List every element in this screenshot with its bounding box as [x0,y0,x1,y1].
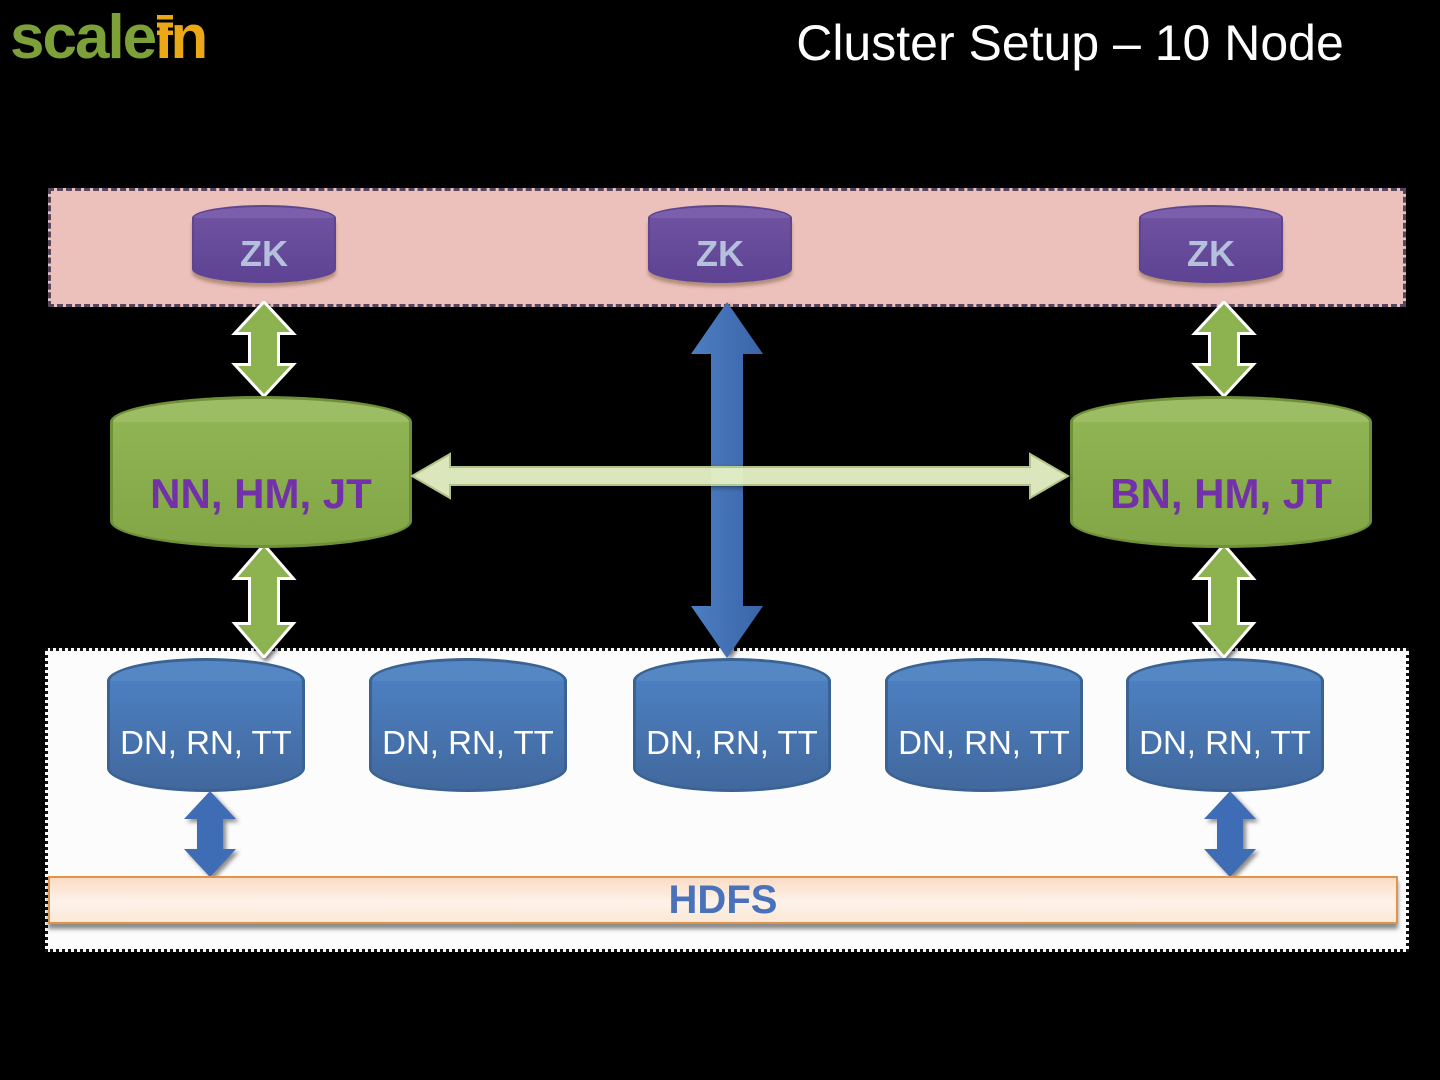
worker-label: DN, RN, TT [898,724,1070,761]
worker-node-2: DN, RN, TT [369,658,567,792]
worker-label: DN, RN, TT [1139,724,1311,761]
worker-node-5: DN, RN, TT [1126,658,1324,792]
logo-text-n: n [170,3,208,72]
zk-node-1: ZK [192,205,336,283]
zk-label: ZK [240,232,288,274]
zk-node-2: ZK [648,205,792,283]
hdfs-label: HDFS [668,877,778,922]
master-label: NN, HM, JT [150,469,372,517]
worker-hdfs-left-arrow [184,791,236,877]
zk-node-3: ZK [1139,205,1283,283]
hdfs-band: HDFS [48,876,1398,924]
worker-hdfs-right-arrow [1204,791,1256,877]
slide-title: Cluster Setup – 10 Node [796,15,1344,71]
logo-letter-i: ı [155,3,174,72]
worker-node-3: DN, RN, TT [633,658,831,792]
scalein-logo: scaleın [10,2,208,73]
master-worker-left-arrow [231,544,297,658]
worker-label: DN, RN, TT [120,724,292,761]
worker-node-4: DN, RN, TT [885,658,1083,792]
master-label: BN, HM, JT [1110,469,1332,517]
zk-label: ZK [696,232,744,274]
zk-master-left-arrow [231,301,297,397]
logo-text-scale: scale [10,3,157,72]
zk-label: ZK [1187,232,1235,274]
master-worker-right-arrow [1191,544,1257,658]
worker-label: DN, RN, TT [382,724,554,761]
master-node-nn: NN, HM, JT [110,396,412,548]
master-master-arrow [410,452,1070,500]
worker-label: DN, RN, TT [646,724,818,761]
worker-node-1: DN, RN, TT [107,658,305,792]
zk-master-right-arrow [1191,301,1257,397]
master-node-bn: BN, HM, JT [1070,396,1372,548]
